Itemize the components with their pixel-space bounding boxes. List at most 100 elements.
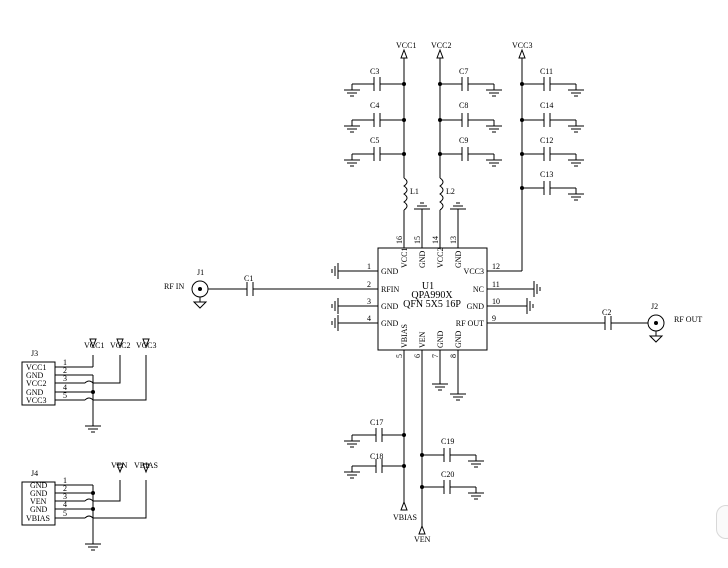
capacitor-c11 (543, 76, 551, 92)
ground-icon (331, 314, 346, 332)
capacitor-c19 (443, 447, 451, 463)
pin-name-1: GND (381, 267, 399, 276)
j3-vcc2-flag: VCC2 (110, 341, 130, 350)
j4-pin3-name: VEN (30, 497, 47, 506)
j3-pin4-name: GND (26, 388, 44, 397)
j4-pin1-number: 1 (63, 476, 67, 485)
l2-label: L2 (446, 187, 455, 196)
pin-name-14: VCC2 (436, 248, 445, 268)
vcc2-flag-label: VCC2 (431, 41, 451, 50)
pin-number-7: 7 (431, 354, 440, 358)
ground-icon (413, 202, 431, 216)
j4-pin4-number: 4 (63, 500, 67, 509)
pin-name-10: GND (467, 302, 485, 311)
j3-pin1-name: VCC1 (26, 363, 46, 372)
inductor-l1 (403, 177, 408, 211)
c13-label: C13 (540, 170, 553, 179)
c17-label: C17 (370, 418, 383, 427)
j4-pin2-number: 2 (63, 484, 67, 493)
rf-in-net (191, 280, 358, 309)
pin-name-5: VBIAS (400, 324, 409, 348)
capacitor-c14 (543, 112, 551, 128)
vcc3-flag-label: VCC3 (512, 41, 532, 50)
pin-number-1: 1 (367, 262, 371, 271)
ground-icon (567, 119, 585, 133)
c3-label: C3 (370, 67, 379, 76)
c14-label: C14 (540, 101, 553, 110)
j3-pin1-number: 1 (63, 358, 67, 367)
capacitor-c13 (543, 180, 551, 196)
pin-number-12: 12 (492, 262, 500, 271)
j3-vcc3-flag: VCC3 (136, 341, 156, 350)
j3-pin2-number: 2 (63, 366, 67, 375)
l1-label: L1 (410, 187, 419, 196)
j2-ref-label: J2 (651, 302, 658, 311)
pin-name-16: VCC1 (400, 248, 409, 268)
ground-icon (84, 419, 102, 433)
capacitor-c4 (373, 112, 381, 128)
vbias-flag-label: VBIAS (393, 513, 417, 522)
capacitor-c17 (375, 427, 383, 443)
ground-icon (84, 537, 102, 551)
capacitor-c18 (375, 458, 383, 474)
ground-icon (485, 119, 503, 133)
capacitor-c9 (461, 146, 469, 162)
j3-pin4-number: 4 (63, 383, 67, 392)
j4-header (21, 463, 150, 551)
ground-icon (331, 297, 346, 315)
j4-pin4-name: GND (30, 505, 48, 514)
capacitor-c8 (461, 112, 469, 128)
vcc1-rail-net (343, 49, 408, 248)
c1-label: C1 (244, 274, 253, 283)
c11-label: C11 (540, 67, 553, 76)
pin-number-13: 13 (449, 236, 458, 244)
pin-name-6: VEN (418, 331, 427, 348)
pin-number-5: 5 (395, 354, 404, 358)
j4-pin5-name: VBIAS (26, 514, 50, 523)
j3-pin5-name: VCC3 (26, 396, 46, 405)
vcc2-rail-net (436, 49, 503, 248)
pin-name-11: NC (473, 285, 484, 294)
c5-label: C5 (370, 136, 379, 145)
j3-vcc1-flag: VCC1 (84, 341, 104, 350)
pin-number-9: 9 (492, 314, 496, 323)
vcc1-flag-arrow-icon (400, 49, 408, 59)
rf-out-label: RF OUT (674, 315, 702, 324)
pin-name-8: GND (454, 330, 463, 348)
pin-name-12: VCC3 (464, 267, 484, 276)
u1-package-body (377, 247, 488, 351)
ground-icon (567, 187, 585, 201)
c4-label: C4 (370, 101, 379, 110)
ground-icon (449, 387, 467, 401)
scroll-handle[interactable] (716, 505, 728, 539)
pin-name-3: GND (381, 302, 399, 311)
ground-icon (331, 262, 346, 280)
pin-number-4: 4 (367, 314, 371, 323)
vcc2-flag-arrow-icon (436, 49, 444, 59)
ground-icon (485, 153, 503, 167)
ground-icon (449, 202, 467, 216)
pin-number-10: 10 (492, 297, 500, 306)
j3-ref-label: J3 (31, 349, 38, 358)
c9-label: C9 (459, 136, 468, 145)
pin-name-4: GND (381, 319, 399, 328)
capacitor-c5 (373, 146, 381, 162)
ground-icon (648, 335, 664, 343)
pin-name-7: GND (436, 330, 445, 348)
rf-in-label: RF IN (164, 282, 184, 291)
pin-number-11: 11 (492, 280, 500, 289)
pin-name-13: GND (454, 250, 463, 268)
j4-pin5-number: 5 (63, 509, 67, 518)
c2-label: C2 (602, 308, 611, 317)
c8-label: C8 (459, 101, 468, 110)
ground-icon (526, 280, 541, 298)
j3-pin2-name: GND (26, 371, 44, 380)
j3-header (21, 338, 150, 433)
pin-name-2: RFIN (381, 285, 399, 294)
j3-pin5-number: 5 (63, 391, 67, 400)
c19-label: C19 (441, 437, 454, 446)
inductor-l2 (439, 177, 444, 211)
u1-part-label: QPA990X (411, 290, 453, 301)
j4-ven-flag: VEN (111, 461, 128, 470)
